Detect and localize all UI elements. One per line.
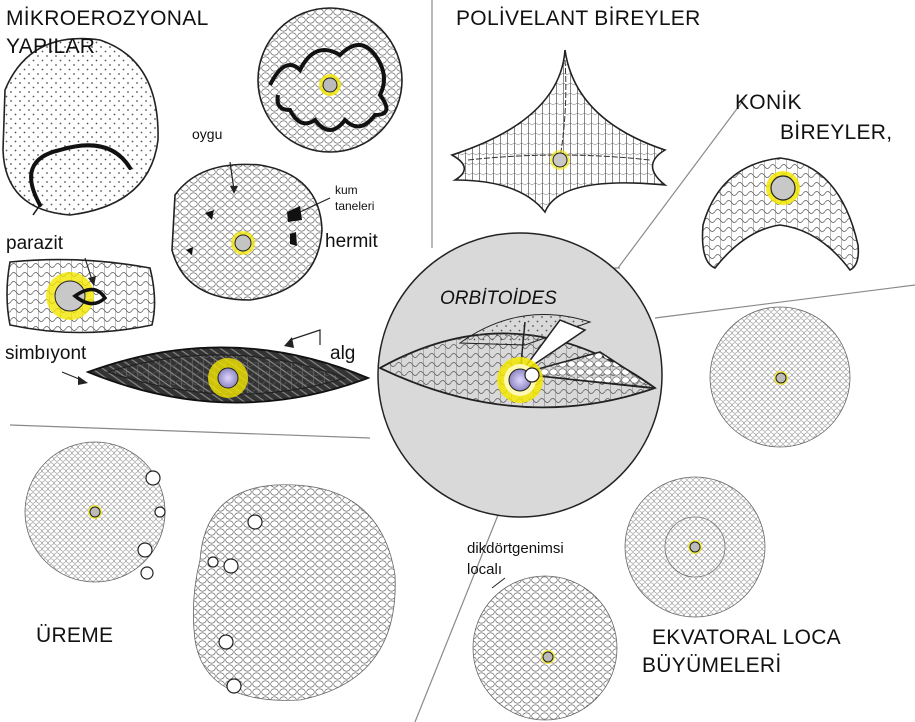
symbiont-alga-shell [62,330,368,403]
label-parasite: parazit [6,234,63,253]
label-symbiont: simbıyont [5,344,86,363]
label-rectangular: dikdörtgenimsi [467,541,564,556]
microerosion-dotted-shell [3,39,158,215]
label-sand: kum [335,184,358,196]
polyvalent-shell [452,50,665,212]
title-microerosion: MİKROEROZYONAL [6,8,209,29]
reproduction-disk-small [25,442,165,582]
equatorial-disk-2 [625,477,765,617]
label-chambered: localı [467,562,502,577]
parasite-shell [7,258,155,333]
title-growths: BÜYÜMELERİ [642,655,782,676]
title-polyvalent: POLİVELANT BİREYLER [456,8,701,29]
title-equatorial: EKVATORAL LOCA [652,627,841,648]
title-conical: KONİK [735,92,802,113]
rectangular-chamber-disk [473,576,617,720]
title-reproduction: ÜREME [36,625,113,646]
title-individuals: BİREYLER, [780,122,892,143]
hermit-shell [172,162,330,300]
reproduction-disk-large [193,485,395,701]
label-grains: taneleri [335,200,374,212]
conical-shell [703,158,859,270]
title-structures: YAPILAR [6,36,95,57]
microerosion-round-shell [258,8,402,152]
label-alga: alg [330,344,355,363]
label-hermit: hermit [325,232,378,251]
equatorial-disk-1 [710,307,850,447]
label-borehole: oygu [192,127,222,141]
title-orbitoides: ORBİTOİDES [440,289,557,308]
